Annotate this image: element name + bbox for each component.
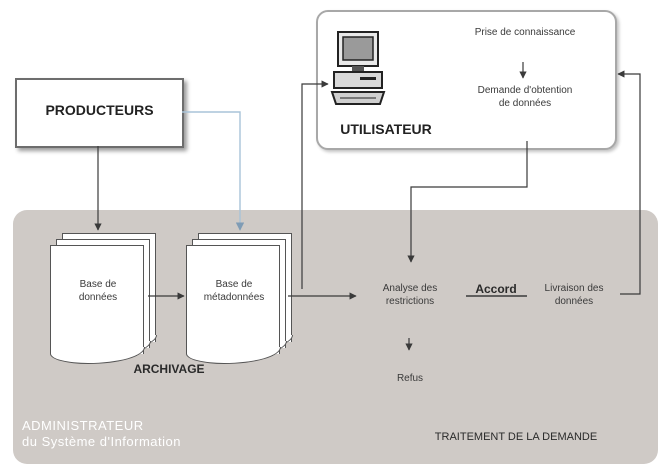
accord-label: Accord	[475, 282, 517, 296]
computer-icon	[330, 31, 386, 105]
administrator-label: ADMINISTRATEUR du Système d'Information	[22, 418, 282, 450]
database-line-2: données	[78, 292, 118, 303]
prise-label: Prise de connaissance	[474, 27, 576, 38]
database-label: Base de données	[52, 278, 144, 304]
administrator-line-1: ADMINISTRATEUR	[22, 418, 144, 433]
demande-line-2: de données	[498, 98, 552, 109]
refusal-label: Refus	[396, 373, 424, 384]
metadata-document	[185, 245, 281, 364]
producers-label: PRODUCTEURS	[45, 102, 154, 118]
metadata-line-2: métadonnées	[203, 292, 265, 303]
archive-label: ARCHIVAGE	[133, 362, 205, 376]
demande-line-1: Demande d'obtention	[477, 85, 573, 96]
database-document	[49, 245, 145, 364]
database-line-1: Base de	[79, 279, 117, 290]
metadata-label: Base de métadonnées	[188, 278, 280, 304]
producers-box	[15, 78, 184, 148]
delivery-line-2: données	[554, 296, 594, 307]
delivery-label: Livraison des données	[528, 282, 620, 308]
administrator-line-2: du Système d'Information	[22, 434, 181, 449]
analysis-line-1: Analyse des	[382, 283, 438, 294]
delivery-line-1: Livraison des	[544, 283, 604, 294]
request-processing-label: TRAITEMENT DE LA DEMANDE	[434, 431, 598, 443]
analysis-label: Analyse des restrictions	[358, 282, 462, 308]
demande-label: Demande d'obtention de données	[445, 84, 605, 110]
user-label: UTILISATEUR	[340, 121, 432, 137]
metadata-line-1: Base de	[215, 279, 253, 290]
analysis-line-2: restrictions	[385, 296, 435, 307]
